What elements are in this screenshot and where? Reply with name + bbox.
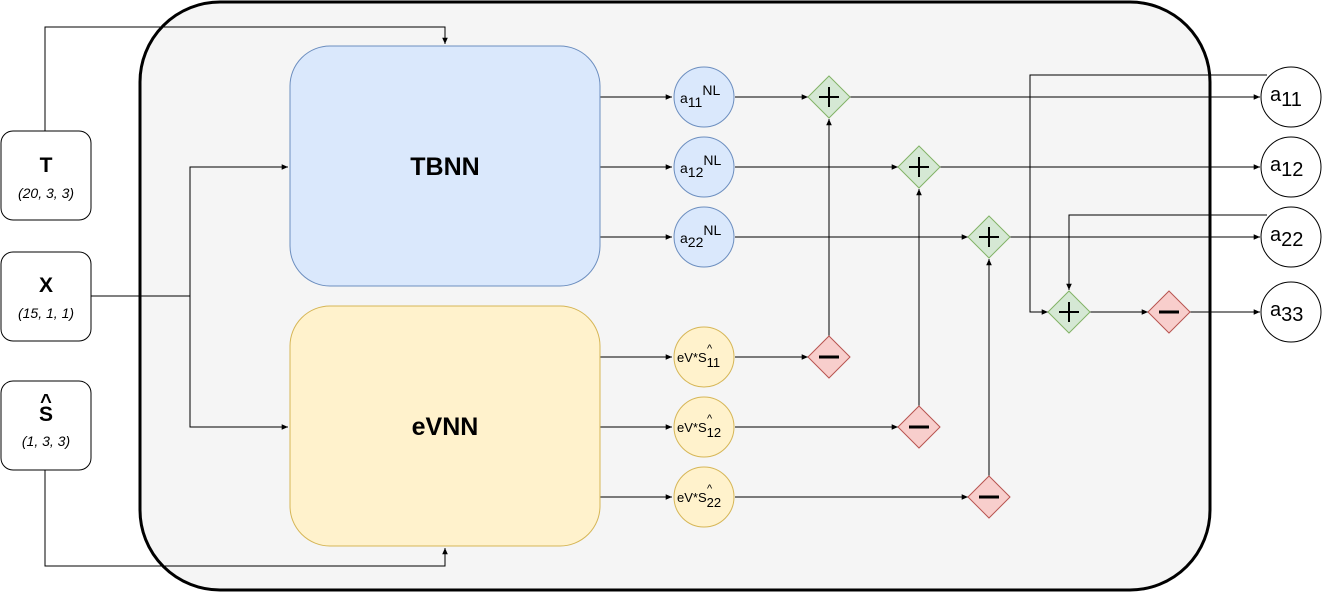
input-x-box: X (15, 1, 1) [0, 251, 92, 342]
tbnn-block: TBNN [289, 45, 601, 287]
plus-op-a22 [967, 215, 1011, 259]
svg-text:^: ^ [707, 483, 713, 495]
svg-text:a33: a33 [1270, 299, 1303, 326]
svg-text:eV*S12: eV*S12 [677, 420, 721, 440]
plus-icon [1059, 302, 1079, 322]
ev-node-s22: eV*S22 ^ [673, 466, 735, 528]
minus-op-s12 [897, 405, 941, 449]
nl-node-a12: a12NL [673, 136, 735, 198]
ev-node-s11: eV*S11 ^ [673, 326, 735, 388]
svg-text:eV*S11: eV*S11 [677, 350, 720, 370]
svg-text:a12NL: a12NL [680, 152, 721, 180]
input-t-name: T [40, 154, 53, 177]
svg-text:eV*S22: eV*S22 [677, 490, 721, 510]
input-t-box: T (20, 3, 3) [0, 130, 92, 221]
input-s-shape: (1, 3, 3) [22, 433, 70, 449]
input-s-name: S [39, 403, 53, 426]
tbnn-label: TBNN [410, 153, 479, 181]
nl-node-a11: a11NL [673, 66, 735, 128]
output-node-a11: a11 [1260, 66, 1322, 128]
minus-op-s22 [967, 475, 1011, 519]
input-x-name: X [39, 274, 53, 297]
svg-text:a22NL: a22NL [680, 222, 721, 250]
output-node-a12: a12 [1260, 136, 1322, 198]
plus-icon [979, 227, 999, 247]
svg-text:a22: a22 [1270, 224, 1303, 251]
plus-icon [909, 157, 929, 177]
nl-node-a22: a22NL [673, 206, 735, 268]
svg-text:a11: a11 [1270, 84, 1302, 111]
plus-op-a12 [897, 145, 941, 189]
plus-op-a11 [807, 75, 851, 119]
evnn-block: eVNN [289, 305, 601, 547]
plus-icon [819, 87, 839, 107]
svg-text:a11NL: a11NL [680, 82, 720, 110]
evnn-label: eVNN [412, 413, 479, 441]
output-node-a22: a22 [1260, 206, 1322, 268]
minus-op-s11 [807, 335, 851, 379]
ev-node-s12: eV*S12 ^ [673, 396, 735, 458]
connectors [44, 26, 1267, 567]
input-x-shape: (15, 1, 1) [18, 305, 74, 321]
input-t-shape: (20, 3, 3) [18, 185, 74, 201]
svg-text:^: ^ [707, 343, 713, 355]
output-node-a33: a33 [1260, 281, 1322, 343]
plus-op-a33 [1047, 290, 1091, 334]
svg-text:^: ^ [707, 413, 713, 425]
input-s-box: ^ S (1, 3, 3) [0, 380, 92, 471]
svg-text:a12: a12 [1270, 154, 1303, 181]
minus-op-a33 [1147, 290, 1191, 334]
input-s-hat: ^ [40, 391, 52, 413]
